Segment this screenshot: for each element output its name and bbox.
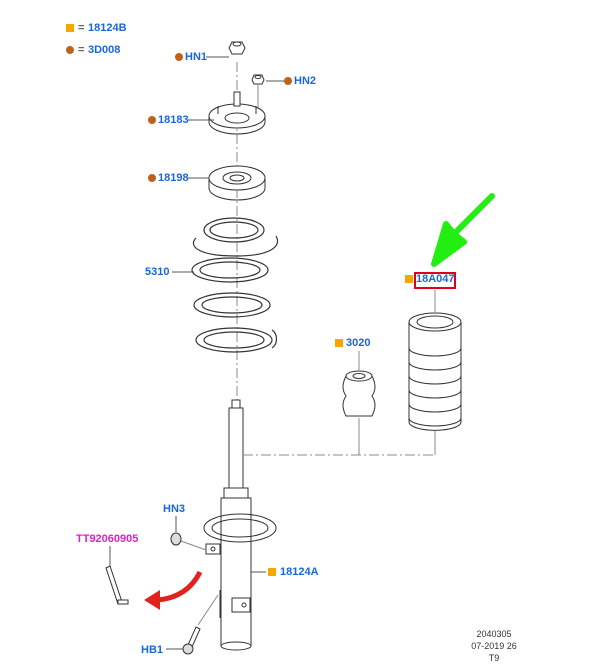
top-mount-18183 bbox=[208, 91, 266, 135]
circle-marker-icon bbox=[148, 116, 156, 124]
red-curved-arrow bbox=[144, 570, 203, 610]
callout-hn2[interactable]: HN2 bbox=[294, 75, 317, 87]
green-pointer-arrow bbox=[431, 193, 495, 267]
bump-stop-3020 bbox=[342, 351, 376, 455]
bolt-hb1 bbox=[182, 594, 219, 655]
spring-seat-18198 bbox=[208, 165, 266, 201]
footer-diagram-id: 2040305 bbox=[476, 629, 512, 639]
callout-5310[interactable]: 5310 bbox=[145, 266, 170, 278]
legend-code-3D008: 3D008 bbox=[88, 44, 121, 56]
strut-18124A bbox=[203, 399, 277, 651]
legend-circle-icon bbox=[66, 46, 74, 54]
circle-marker-icon bbox=[148, 174, 156, 182]
nut-hn3 bbox=[170, 532, 207, 551]
circle-marker-icon bbox=[175, 53, 183, 61]
square-marker-icon bbox=[335, 339, 343, 347]
callout-18124A[interactable]: 18124A bbox=[280, 566, 319, 578]
square-marker-icon bbox=[405, 275, 413, 283]
nut-hn2 bbox=[251, 74, 265, 110]
legend-square-icon bbox=[66, 24, 74, 32]
callout-hn3[interactable]: HN3 bbox=[163, 503, 186, 515]
leader-lines bbox=[109, 56, 290, 650]
callout-18198[interactable]: 18198 bbox=[158, 172, 189, 184]
legend-equals: = bbox=[78, 22, 85, 34]
bracket-tt92060905 bbox=[105, 565, 129, 605]
footer-code: T9 bbox=[488, 653, 500, 663]
circle-marker-icon bbox=[284, 77, 292, 85]
dust-boot-18A047 bbox=[408, 290, 462, 455]
nut-hn1 bbox=[228, 41, 246, 55]
callout-tt92060905[interactable]: TT92060905 bbox=[76, 533, 139, 545]
footer-date: 07-2019 26 bbox=[471, 641, 517, 651]
callout-3020[interactable]: 3020 bbox=[346, 337, 371, 349]
callout-hn1[interactable]: HN1 bbox=[185, 51, 208, 63]
callout-hb1[interactable]: HB1 bbox=[141, 644, 164, 656]
legend-code-18124B: 18124B bbox=[88, 22, 127, 34]
coil-spring-5310 bbox=[191, 217, 279, 353]
callout-18A047[interactable]: 18A047 bbox=[416, 273, 455, 285]
highlight-box bbox=[414, 272, 456, 289]
legend-equals: = bbox=[78, 44, 85, 56]
square-marker-icon bbox=[268, 568, 276, 576]
callout-18183[interactable]: 18183 bbox=[158, 114, 189, 126]
